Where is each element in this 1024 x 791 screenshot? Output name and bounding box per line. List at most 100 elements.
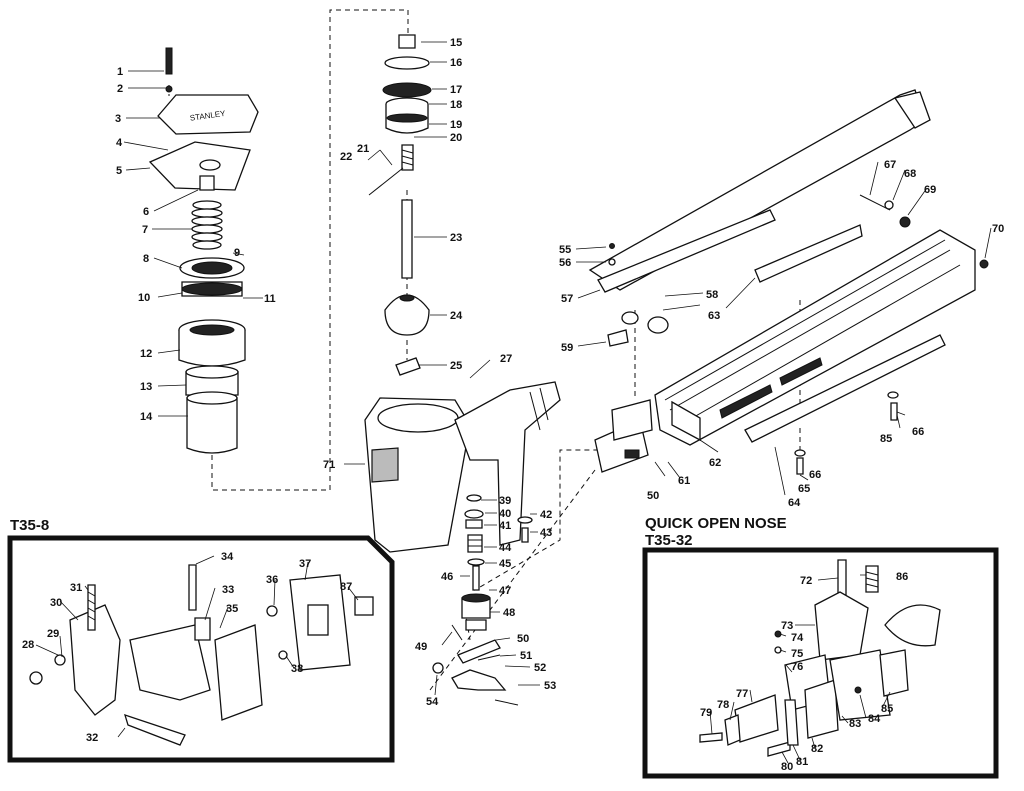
part-54	[432, 662, 444, 674]
washer-part-66b	[794, 449, 806, 457]
valve-part-6	[199, 175, 215, 191]
callout-67: 67	[884, 159, 896, 171]
latch-part-73	[814, 591, 869, 661]
part-40	[464, 509, 484, 519]
part-83	[829, 649, 891, 721]
callout-29: 29	[47, 628, 59, 640]
callout-43: 43	[540, 527, 552, 539]
screw-part-28	[29, 671, 43, 685]
callout-44: 44	[499, 542, 512, 554]
callout-22: 22	[340, 151, 352, 163]
callout-20: 20	[450, 132, 462, 144]
callout-76: 76	[791, 661, 803, 673]
callout-39: 39	[499, 495, 511, 507]
callout-labels: 1 2 3 4 5 6 7 8 9 10 11 12 13 14 15 16 1…	[22, 37, 1004, 773]
callout-82: 82	[811, 743, 823, 755]
top-rail	[588, 89, 926, 291]
callout-40: 40	[499, 508, 511, 520]
channel-part-62	[654, 229, 976, 446]
callout-78: 78	[717, 699, 729, 711]
cylinder-bottom-part-14	[186, 397, 238, 454]
part-42	[517, 516, 533, 524]
tool-body-part-71	[364, 381, 561, 553]
bracket-part-32	[129, 624, 211, 701]
callout-50: 50	[517, 633, 529, 645]
callout-70: 70	[992, 223, 1004, 235]
callout-11: 11	[264, 293, 276, 305]
part-51	[477, 654, 501, 661]
part-52	[451, 669, 507, 691]
part-87	[354, 596, 374, 616]
callout-51: 51	[520, 650, 532, 662]
callout-14: 14	[140, 411, 153, 423]
cap-part-3	[157, 94, 259, 135]
callout-56: 56	[559, 257, 571, 269]
callout-8: 8	[143, 253, 149, 265]
callout-86: 86	[896, 571, 908, 583]
part-67	[859, 194, 891, 211]
callout-77: 77	[736, 688, 748, 700]
callout-61: 61	[678, 475, 690, 487]
callout-2: 2	[117, 83, 123, 95]
part-85	[879, 649, 909, 697]
callout-87: 87	[340, 581, 352, 593]
callout-65: 65	[798, 483, 810, 495]
lower-center-parts	[432, 494, 533, 706]
callout-79: 79	[700, 707, 712, 719]
part-43	[521, 527, 529, 543]
callout-24: 24	[450, 310, 463, 322]
screw-part-85	[890, 402, 898, 421]
part-81	[784, 699, 799, 746]
callout-84: 84	[868, 713, 881, 725]
part-84	[854, 686, 862, 694]
callout-69: 69	[924, 184, 936, 196]
plate-part-35	[214, 624, 263, 721]
callout-34: 34	[221, 551, 234, 563]
callout-45: 45	[499, 558, 511, 570]
inset-title-t35-8: T35-8	[10, 517, 49, 534]
callout-55: 55	[559, 244, 571, 256]
pin-part-72	[837, 559, 847, 596]
callout-73: 73	[781, 620, 793, 632]
screw-part-1	[165, 47, 173, 75]
callout-60: 50	[647, 490, 659, 502]
plate-part-64	[744, 334, 946, 443]
part-39	[466, 494, 482, 502]
seal-part-17	[382, 82, 432, 98]
pin-part-34	[188, 564, 197, 611]
callout-32: 32	[86, 732, 98, 744]
callout-21: 21	[357, 143, 369, 155]
callout-10: 10	[138, 292, 150, 304]
part-49	[451, 624, 463, 641]
callout-47: 47	[499, 585, 511, 597]
callout-75: 75	[791, 648, 803, 660]
assembly-guide-lines	[168, 9, 801, 691]
callout-71: 71	[323, 459, 335, 471]
callout-13: 13	[140, 381, 152, 393]
callout-37: 37	[299, 558, 311, 570]
callout-42: 42	[540, 509, 552, 521]
part-59	[607, 329, 629, 347]
callout-3: 3	[115, 113, 121, 125]
part-69	[899, 216, 911, 228]
pin-part-21	[368, 167, 404, 196]
part-70	[979, 259, 989, 269]
washer-part-16	[384, 56, 430, 70]
washer-part-29	[54, 654, 66, 666]
callout-66: 66	[809, 469, 821, 481]
part-68	[884, 200, 894, 210]
callout-6: 6	[143, 206, 149, 218]
washer-part-66	[887, 391, 899, 399]
part-41	[465, 519, 483, 529]
part-58b	[647, 316, 669, 334]
screw-part-79	[699, 732, 723, 743]
screw-part-36	[266, 605, 278, 617]
callout-83: 83	[849, 718, 861, 730]
callout-35: 35	[226, 603, 238, 615]
callout-16: 16	[450, 57, 462, 69]
callout-80: 80	[781, 761, 793, 773]
part-44	[467, 534, 483, 553]
callout-59: 59	[561, 342, 573, 354]
callout-15: 15	[450, 37, 462, 49]
